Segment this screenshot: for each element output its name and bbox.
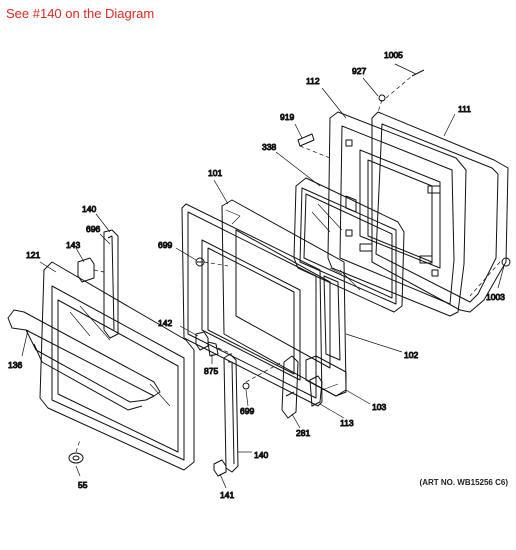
part-101-inner-frame — [181, 203, 323, 407]
callout-919: 919 — [280, 112, 294, 122]
callout-136: 136 — [8, 360, 22, 370]
callout-113: 113 — [340, 418, 354, 428]
part-112-rear-panel — [327, 111, 467, 317]
callout-55: 55 — [78, 480, 88, 490]
part-55-plug — [68, 452, 84, 464]
callout-699-top: 699 — [158, 240, 172, 250]
callout-1003: 1003 — [486, 292, 505, 302]
callout-103: 103 — [372, 402, 386, 412]
callout-140-right: 140 — [254, 450, 268, 460]
callout-121: 121 — [26, 250, 40, 260]
part-338-window-glass — [293, 177, 405, 313]
screw-hardware — [195, 69, 511, 390]
callout-112: 112 — [306, 76, 320, 86]
callout-140-left: 140 — [82, 204, 96, 214]
part-136-door-handle — [7, 309, 161, 411]
callout-1005: 1005 — [384, 50, 403, 60]
callout-281: 281 — [296, 428, 310, 438]
part-140-side-trim-right — [223, 353, 239, 473]
callout-143: 143 — [66, 240, 80, 250]
callout-labels: 1005 927 112 111 919 338 101 140 696 699… — [8, 50, 506, 501]
part-140-side-trim-left — [103, 229, 119, 339]
assembly-lines — [75, 75, 501, 453]
callout-102: 102 — [404, 350, 418, 360]
callout-142: 142 — [158, 318, 172, 328]
callout-111: 111 — [458, 104, 471, 114]
art-number: (ART NO. WB15256 C6) — [419, 478, 508, 487]
callout-927: 927 — [352, 66, 366, 76]
part-875-fastener — [207, 341, 219, 357]
part-103-insulation-strip — [305, 275, 347, 397]
part-142-clip — [195, 331, 209, 351]
leader-lines — [21, 63, 505, 489]
part-113-rear-hinge — [309, 375, 323, 407]
callout-101: 101 — [208, 168, 222, 178]
callout-875: 875 — [204, 366, 218, 376]
callout-141: 141 — [220, 490, 234, 500]
callout-338: 338 — [262, 142, 276, 152]
callout-699-bottom: 699 — [240, 406, 254, 416]
part-121-front-door — [39, 261, 195, 471]
part-141-door-stop — [213, 459, 227, 477]
callout-696: 696 — [86, 224, 100, 234]
part-143-hinge-bracket — [77, 257, 95, 283]
diagram-note: See #140 on the Diagram — [6, 6, 155, 21]
part-281-hinge — [281, 355, 299, 419]
